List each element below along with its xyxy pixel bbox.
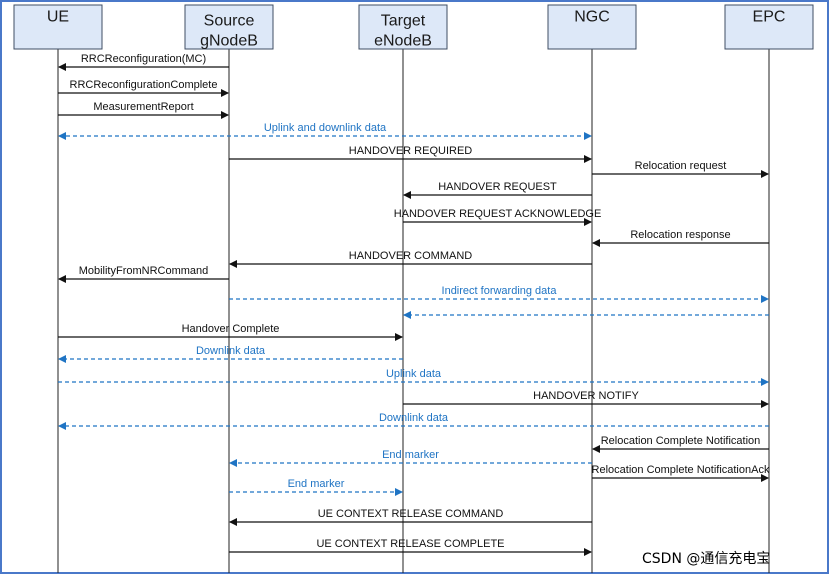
message-9: HANDOVER COMMAND [229,250,592,268]
message-5: Relocation request [592,160,769,178]
entity-label-ngc: NGC [574,9,610,26]
message-label: HANDOVER REQUEST [438,181,557,193]
message-label: Relocation request [635,160,727,172]
entity-label-gnb: Source [204,13,255,30]
message-7: HANDOVER REQUEST ACKNOWLEDGE [394,208,602,226]
message-label: UE CONTEXT RELEASE COMMAND [318,508,504,520]
message-label: RRCReconfigurationComplete [70,79,218,91]
message-label: HANDOVER REQUEST ACKNOWLEDGE [394,208,602,220]
message-6: HANDOVER REQUEST [403,181,592,199]
message-label: End marker [382,449,439,461]
message-13: Handover Complete [58,323,403,341]
message-10: MobilityFromNRCommand [58,265,229,283]
message-label: Relocation Complete NotificationAck [592,464,770,476]
entity-ngc: NGC [547,4,637,50]
message-23: UE CONTEXT RELEASE COMPLETE [229,538,592,556]
message-label: Relocation response [630,229,730,241]
message-label: Relocation Complete Notification [601,435,761,447]
message-label: MeasurementReport [93,101,193,113]
entity-enb: Target eNodeB [358,4,448,50]
entity-label-ue: UE [47,9,69,26]
entity-box-enb [358,4,448,50]
message-8: Relocation response [592,229,769,247]
message-14: Downlink data [58,345,403,363]
watermark-text: CSDN @通信充电宝 [642,551,771,567]
message-label: MobilityFromNRCommand [79,265,209,277]
entity-box-gnb [184,4,274,50]
message-1: RRCReconfigurationComplete [58,79,229,97]
message-label: Downlink data [379,412,449,424]
entity-epc: EPC [724,4,814,50]
message-label: HANDOVER REQUIRED [349,145,473,157]
message-22: UE CONTEXT RELEASE COMMAND [229,508,592,526]
message-label: End marker [288,478,345,490]
message-18: Relocation Complete Notification [592,435,769,453]
message-21: End marker [229,478,403,496]
message-20: Relocation Complete NotificationAck [592,464,770,482]
entity-label-enb: Target [381,13,426,30]
message-label: Downlink data [196,345,266,357]
message-15: Uplink data [58,368,769,386]
entity-label-enb: eNodeB [374,33,432,50]
message-19: End marker [229,449,592,467]
message-11: Indirect forwarding data [229,285,769,303]
entity-gnb: Source gNodeB [184,4,274,50]
message-label: Indirect forwarding data [442,285,558,297]
message-0: RRCReconfiguration(MC) [58,53,229,71]
message-label: RRCReconfiguration(MC) [81,53,206,65]
message-label: UE CONTEXT RELEASE COMPLETE [316,538,504,550]
message-label: Handover Complete [182,323,280,335]
message-label: Uplink data [386,368,442,380]
entity-ue: UE [13,4,103,50]
message-4: HANDOVER REQUIRED [229,145,592,163]
message-17: Downlink data [58,412,769,430]
message-3: Uplink and downlink data [58,122,592,140]
entity-box-epc [724,4,814,50]
message-label: HANDOVER COMMAND [349,250,473,262]
message-16: HANDOVER NOTIFY [403,390,769,408]
entity-label-epc: EPC [753,9,786,26]
entity-box-ue [13,4,103,50]
message-label: HANDOVER NOTIFY [533,390,639,402]
entity-label-gnb: gNodeB [200,33,258,50]
message-label: Uplink and downlink data [264,122,387,134]
message-2: MeasurementReport [58,101,229,119]
entity-box-ngc [547,4,637,50]
